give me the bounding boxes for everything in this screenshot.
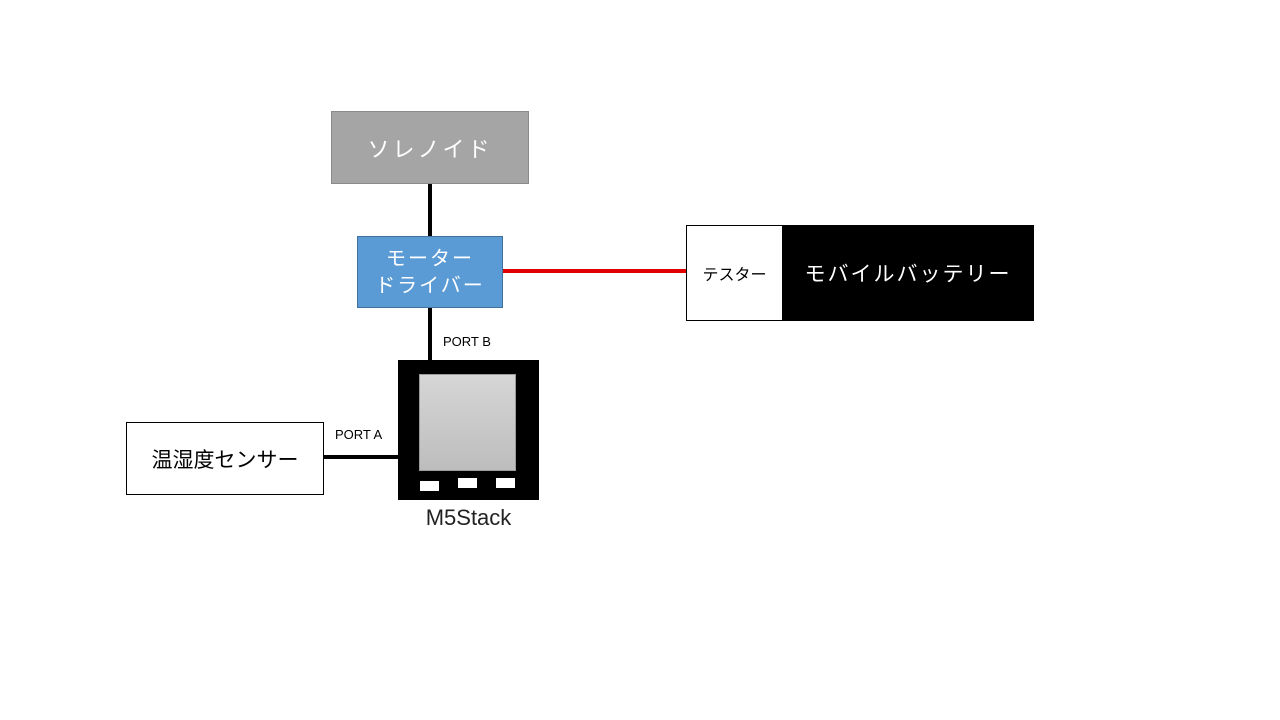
tester-label: テスター bbox=[702, 265, 767, 284]
sensor-node[interactable]: 温湿度センサー bbox=[126, 422, 324, 495]
motor-driver-label-line2: ドライバー bbox=[375, 273, 485, 297]
wire-driver-tester bbox=[503, 269, 686, 273]
sensor-label: 温湿度センサー bbox=[151, 447, 299, 472]
wire-sensor-m5stack bbox=[324, 455, 398, 459]
port-a-label: PORT A bbox=[335, 427, 383, 442]
m5stack-screen bbox=[419, 374, 516, 471]
wire-driver-m5stack bbox=[428, 308, 432, 360]
port-b-label: PORT B bbox=[443, 334, 491, 349]
m5stack-button-b bbox=[458, 478, 477, 488]
solenoid-label: ソレノイド bbox=[367, 137, 493, 163]
tester-node[interactable]: テスター bbox=[686, 225, 783, 321]
mobile-battery-node[interactable]: モバイルバッテリー bbox=[782, 225, 1034, 321]
motor-driver-label-line1: モーター bbox=[386, 246, 474, 270]
solenoid-node[interactable]: ソレノイド bbox=[331, 111, 529, 184]
m5stack-button-a bbox=[420, 481, 439, 491]
wire-solenoid-driver bbox=[428, 184, 432, 236]
m5stack-label: M5Stack bbox=[425, 505, 512, 530]
motor-driver-node[interactable]: モーター ドライバー bbox=[357, 236, 503, 308]
m5stack-device[interactable] bbox=[398, 360, 539, 500]
mobile-battery-label: モバイルバッテリー bbox=[804, 262, 1012, 286]
m5stack-button-c bbox=[496, 478, 515, 488]
